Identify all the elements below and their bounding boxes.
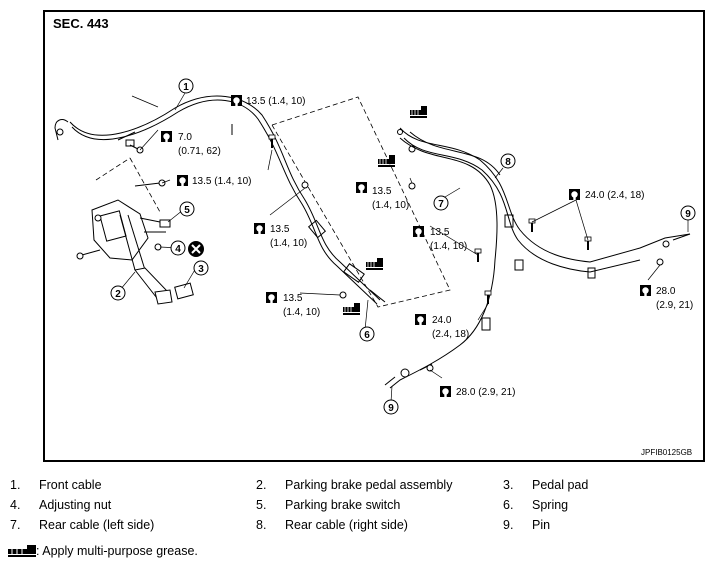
legend-text: Front cable bbox=[39, 478, 102, 492]
callout-4-number: 4 bbox=[175, 244, 181, 255]
torque-spec-5-value: 13.5 bbox=[372, 186, 392, 197]
legend-text: Parking brake switch bbox=[285, 498, 401, 512]
torque-spec-10-units: (2.4, 18) bbox=[432, 329, 469, 340]
callout-2 bbox=[110, 285, 126, 301]
underbody-dashed-outline bbox=[95, 96, 451, 308]
legend-text: Spring bbox=[532, 498, 569, 512]
legend-text: Parking brake pedal assembly bbox=[285, 478, 453, 492]
callout-6 bbox=[359, 326, 375, 342]
diagram-frame bbox=[43, 10, 705, 462]
legend-number: 5. bbox=[256, 498, 267, 512]
callout-3 bbox=[193, 260, 209, 276]
callout-5 bbox=[179, 201, 195, 217]
legend-number: 9. bbox=[503, 518, 514, 532]
grease-icon bbox=[8, 545, 36, 558]
legend-text: Pedal pad bbox=[532, 478, 589, 492]
torque-wrench-icon bbox=[266, 292, 277, 303]
callout-2-number: 2 bbox=[115, 289, 121, 300]
callout-9a bbox=[680, 205, 696, 221]
torque-spec-6-value: 13.5 bbox=[430, 227, 450, 238]
torque-spec-4-value: 13.5 bbox=[270, 224, 290, 235]
torque-spec-7-value: 13.5 bbox=[283, 293, 303, 304]
torque-spec-7-units: (1.4, 10) bbox=[283, 307, 320, 318]
torque-spec-2-units: (0.71, 62) bbox=[178, 146, 221, 157]
torque-spec-10-value: 24.0 bbox=[432, 315, 452, 326]
do-not-reuse-icon bbox=[188, 241, 204, 257]
torque-wrench-icon bbox=[254, 223, 265, 234]
callout-7-number: 7 bbox=[438, 199, 444, 210]
torque-spec-2-value: 7.0 bbox=[178, 132, 192, 143]
grease-note: : Apply multi-purpose grease. bbox=[8, 544, 198, 558]
legend-text: Rear cable (left side) bbox=[39, 518, 155, 532]
callout-7 bbox=[433, 195, 449, 211]
legend-number: 2. bbox=[256, 478, 267, 492]
grease-icon bbox=[342, 302, 361, 316]
pedal-assembly bbox=[76, 139, 194, 305]
grease-icon bbox=[409, 105, 428, 119]
torque-wrench-icon bbox=[569, 189, 580, 200]
legend-number: 7. bbox=[10, 518, 21, 532]
torque-spec-11: 28.0 (2.9, 21) bbox=[456, 387, 515, 398]
legend-text: Pin bbox=[532, 518, 551, 532]
torque-wrench-icon bbox=[231, 95, 242, 106]
callout-9b-number: 9 bbox=[388, 403, 394, 414]
callout-numbers: 1 2 3 4 5 6 7 8 9 9 bbox=[115, 82, 691, 414]
torque-spec-5-units: (1.4, 10) bbox=[372, 200, 409, 211]
torque-wrench-icon bbox=[640, 285, 651, 296]
callout-8-number: 8 bbox=[505, 157, 511, 168]
legend-number: 3. bbox=[503, 478, 514, 492]
grease-note-text: : Apply multi-purpose grease. bbox=[36, 544, 198, 558]
callout-1 bbox=[178, 78, 194, 94]
torque-spec-8: 24.0 (2.4, 18) bbox=[585, 190, 644, 201]
torque-spec-9-units: (2.9, 21) bbox=[656, 300, 693, 311]
torque-spec-1: 13.5 (1.4, 10) bbox=[246, 96, 305, 107]
callout-1-number: 1 bbox=[183, 82, 189, 93]
callouts bbox=[110, 78, 696, 415]
callout-8 bbox=[500, 153, 516, 169]
callout-9a-number: 9 bbox=[685, 209, 691, 220]
torque-wrench-icon bbox=[440, 386, 451, 397]
torque-wrench-icon bbox=[356, 182, 367, 193]
callout-3-number: 3 bbox=[198, 264, 204, 275]
legend-number: 4. bbox=[10, 498, 21, 512]
section-label: SEC. 443 bbox=[53, 16, 109, 31]
torque-wrench-icon bbox=[413, 226, 424, 237]
callout-4 bbox=[170, 240, 186, 256]
callout-6-number: 6 bbox=[364, 330, 370, 341]
legend-text: Rear cable (right side) bbox=[285, 518, 408, 532]
legend-number: 6. bbox=[503, 498, 514, 512]
leader-lines bbox=[119, 92, 689, 403]
fasteners bbox=[268, 134, 664, 372]
torque-spec-9-value: 28.0 bbox=[656, 286, 676, 297]
rear-cables bbox=[384, 127, 691, 389]
callout-9b bbox=[383, 399, 399, 415]
front-cable bbox=[54, 95, 386, 305]
torque-wrench-icon bbox=[415, 314, 426, 325]
figure-code: JPFIB0125GB bbox=[641, 448, 693, 457]
legend-number: 8. bbox=[256, 518, 267, 532]
torque-specs: 13.5 (1.4, 10) 7.0 (0.71, 62) 13.5 (1.4,… bbox=[178, 96, 693, 398]
callout-5-number: 5 bbox=[184, 205, 190, 216]
torque-wrench-icon bbox=[177, 175, 188, 186]
torque-wrench-icon bbox=[161, 131, 172, 142]
torque-spec-4-units: (1.4, 10) bbox=[270, 238, 307, 249]
torque-spec-6-units: (1.4, 10) bbox=[430, 241, 467, 252]
legend-number: 1. bbox=[10, 478, 21, 492]
legend-text: Adjusting nut bbox=[39, 498, 112, 512]
grease-icon bbox=[365, 257, 384, 271]
torque-spec-3: 13.5 (1.4, 10) bbox=[192, 176, 251, 187]
